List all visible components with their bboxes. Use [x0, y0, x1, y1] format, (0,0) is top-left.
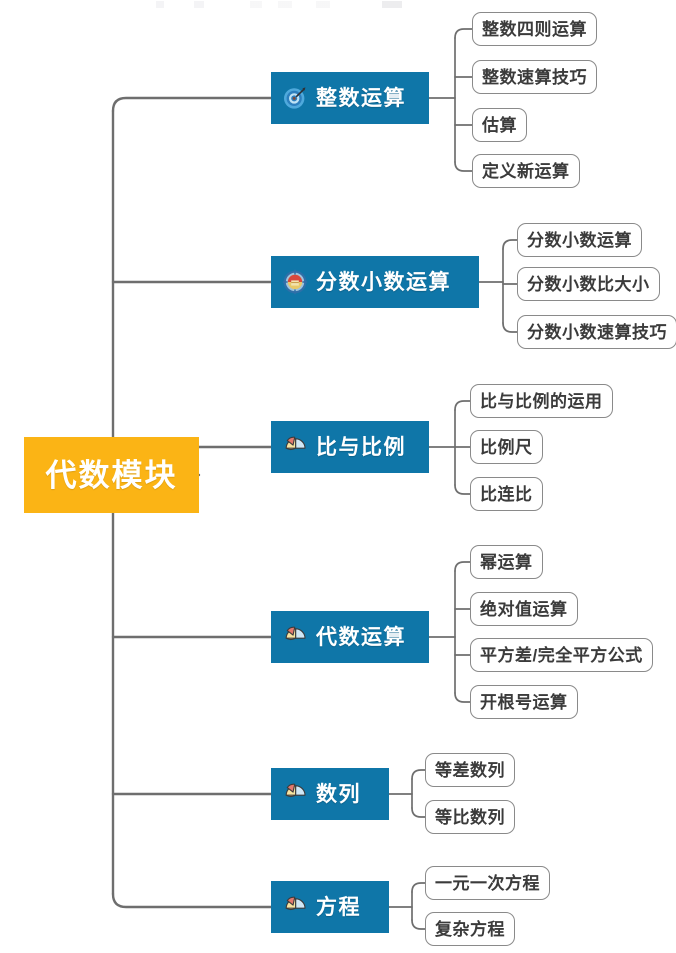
leaf-node-1-1[interactable]: 整数四则运算 — [472, 12, 597, 46]
branch-node-label: 分数小数运算 — [316, 270, 451, 294]
branch-node-label: 代数运算 — [316, 625, 406, 649]
leaf-node-label: 估算 — [482, 115, 517, 135]
leaf-node-label: 比连比 — [480, 484, 533, 504]
leaf-node-3-2[interactable]: 比例尺 — [470, 430, 543, 464]
leaf-node-2-3[interactable]: 分数小数速算技巧 — [517, 315, 676, 349]
pie-chart-icon — [282, 624, 308, 650]
circular-badge-icon — [282, 269, 308, 295]
leaf-node-label: 比与比例的运用 — [480, 391, 603, 411]
leaf-node-label: 一元一次方程 — [435, 873, 540, 893]
leaf-node-label: 定义新运算 — [482, 161, 570, 181]
leaf-node-label: 等差数列 — [435, 760, 505, 780]
leaf-node-label: 分数小数比大小 — [527, 274, 650, 294]
root-node[interactable]: 代数模块 — [24, 437, 199, 513]
leaf-node-5-1[interactable]: 等差数列 — [425, 753, 515, 787]
leaf-node-2-2[interactable]: 分数小数比大小 — [517, 267, 660, 301]
branch-node-label: 方程 — [316, 895, 361, 919]
leaf-node-label: 整数速算技巧 — [482, 67, 587, 87]
branch-node-6[interactable]: 方程 — [271, 881, 389, 933]
leaf-node-label: 比例尺 — [480, 437, 533, 457]
branch-node-1[interactable]: 整数运算 — [271, 72, 429, 124]
leaf-node-4-4[interactable]: 开根号运算 — [470, 685, 578, 719]
leaf-node-label: 复杂方程 — [435, 919, 505, 939]
branch-node-label: 比与比例 — [316, 435, 406, 459]
pie-chart-icon — [282, 894, 308, 920]
leaf-node-6-2[interactable]: 复杂方程 — [425, 912, 515, 946]
leaf-node-label: 开根号运算 — [480, 692, 568, 712]
leaf-node-label: 分数小数运算 — [527, 230, 632, 250]
leaf-node-5-2[interactable]: 等比数列 — [425, 800, 515, 834]
leaf-node-4-2[interactable]: 绝对值运算 — [470, 592, 578, 626]
branch-node-4[interactable]: 代数运算 — [271, 611, 429, 663]
branch-node-label: 数列 — [316, 782, 361, 806]
dartboard-target-icon — [282, 85, 308, 111]
leaf-node-label: 等比数列 — [435, 807, 505, 827]
leaf-node-label: 幂运算 — [480, 552, 533, 572]
leaf-node-1-2[interactable]: 整数速算技巧 — [472, 60, 597, 94]
leaf-node-1-4[interactable]: 定义新运算 — [472, 154, 580, 188]
root-node-label: 代数模块 — [45, 457, 178, 493]
leaf-node-4-1[interactable]: 幂运算 — [470, 545, 543, 579]
leaf-node-1-3[interactable]: 估算 — [472, 108, 527, 142]
leaf-node-4-3[interactable]: 平方差/完全平方公式 — [470, 638, 653, 672]
leaf-node-3-1[interactable]: 比与比例的运用 — [470, 384, 613, 418]
leaf-node-label: 平方差/完全平方公式 — [480, 645, 643, 665]
leaf-node-2-1[interactable]: 分数小数运算 — [517, 223, 642, 257]
leaf-node-label: 分数小数速算技巧 — [527, 322, 667, 342]
branch-node-3[interactable]: 比与比例 — [271, 421, 429, 473]
pie-chart-icon — [282, 434, 308, 460]
leaf-node-label: 绝对值运算 — [480, 599, 568, 619]
leaf-node-6-1[interactable]: 一元一次方程 — [425, 866, 550, 900]
leaf-node-label: 整数四则运算 — [482, 19, 587, 39]
branch-node-5[interactable]: 数列 — [271, 768, 389, 820]
branch-node-2[interactable]: 分数小数运算 — [271, 256, 479, 308]
top-edge-artifact — [150, 1, 410, 8]
leaf-node-3-3[interactable]: 比连比 — [470, 477, 543, 511]
branch-node-label: 整数运算 — [316, 86, 406, 110]
pie-chart-icon — [282, 781, 308, 807]
